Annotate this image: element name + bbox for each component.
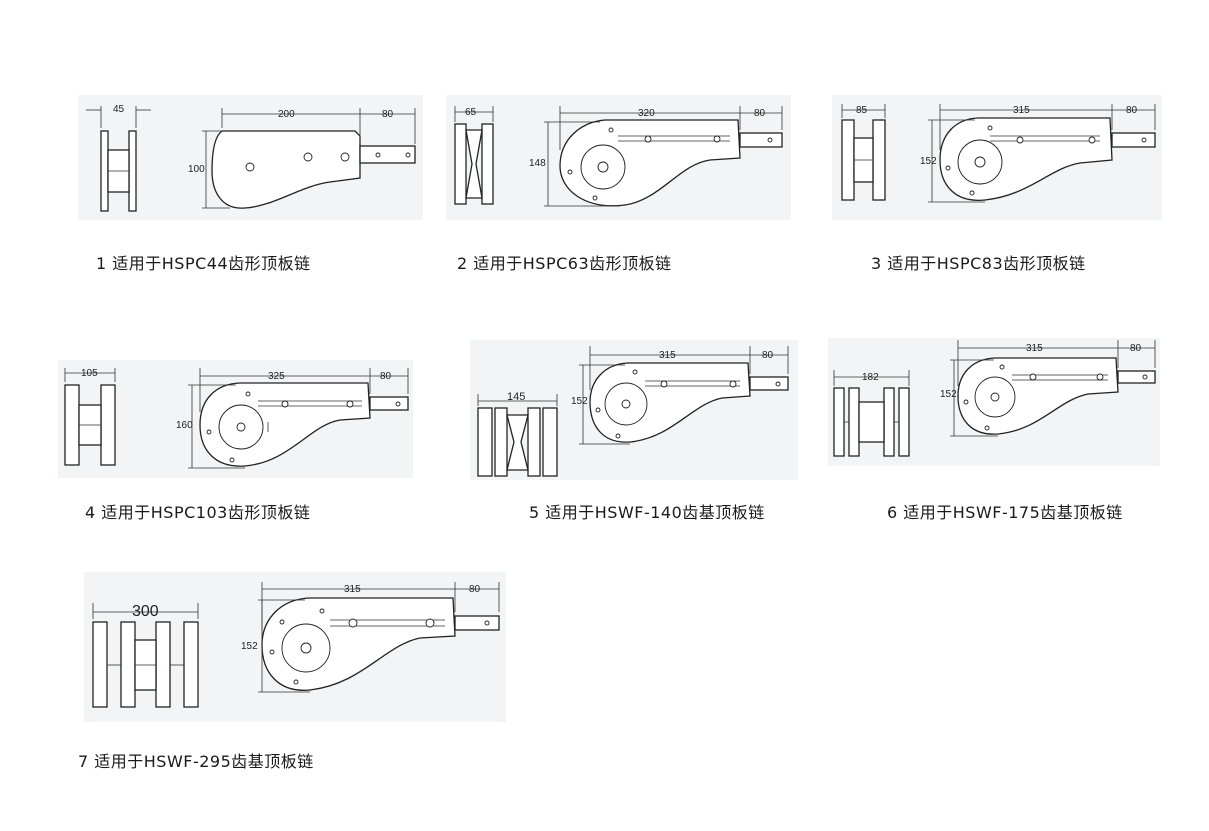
shaft-label-4: 80 <box>380 371 392 382</box>
dim-width-1: 45 <box>86 104 151 128</box>
caption-3: 3 适用于HSPC83齿形顶板链 <box>871 254 1086 273</box>
diagram-7: 300 315 80 <box>92 582 500 708</box>
dim-length-5: 315 80 <box>589 346 789 390</box>
dim-length-4: 325 80 <box>199 368 409 412</box>
dim-height-6: 152 <box>940 359 998 437</box>
front-view-5 <box>589 362 789 443</box>
front-view-3 <box>939 117 1156 201</box>
diagram-3: 85 315 80 15 <box>841 104 1156 203</box>
shaft-label-1: 80 <box>382 109 394 120</box>
dim-width-2: 65 <box>454 106 494 122</box>
dim-width-5: 145 <box>477 391 558 406</box>
side-view-5 <box>477 407 558 477</box>
side-view-6 <box>833 387 910 457</box>
length-label-4: 325 <box>268 371 285 382</box>
side-view-2 <box>454 123 494 205</box>
length-label-7: 315 <box>344 584 361 595</box>
side-view-1 <box>100 130 137 212</box>
width-label-6: 182 <box>862 372 879 383</box>
caption-4: 4 适用于HSPC103齿形顶板链 <box>85 503 311 522</box>
dim-height-4: 160 <box>176 384 245 469</box>
width-label-5: 145 <box>507 391 525 403</box>
length-label-2: 320 <box>638 108 655 119</box>
shaft-label-7: 80 <box>469 584 481 595</box>
height-label-1: 100 <box>188 164 205 175</box>
shaft-label-2: 80 <box>754 108 766 119</box>
diagram-6: 182 315 80 1 <box>833 340 1156 457</box>
dim-width-3: 85 <box>841 104 886 118</box>
length-label-3: 315 <box>1013 105 1030 116</box>
caption-5: 5 适用于HSWF-140齿基顶板链 <box>529 503 765 522</box>
diagram-1: 45 200 80 100 <box>86 104 416 212</box>
diagram-4: 105 325 80 <box>64 368 409 469</box>
height-label-6: 152 <box>940 389 957 400</box>
width-label-1: 45 <box>113 104 125 115</box>
dim-height-2: 148 <box>529 121 620 207</box>
width-label-2: 65 <box>465 107 477 118</box>
front-view-1 <box>211 130 416 209</box>
caption-1: 1 适用于HSPC44齿形顶板链 <box>96 254 311 273</box>
length-label-6: 315 <box>1026 343 1043 354</box>
diagram-5: 145 315 80 1 <box>477 346 789 477</box>
dim-length-2: 320 80 <box>559 106 783 150</box>
dim-length-3: 315 80 <box>939 104 1156 150</box>
width-label-7: 300 <box>132 603 159 620</box>
height-label-3: 152 <box>920 156 937 167</box>
side-view-4 <box>64 384 116 466</box>
front-view-2 <box>559 119 783 207</box>
length-label-5: 315 <box>659 350 676 361</box>
dim-length-6: 315 80 <box>957 340 1156 386</box>
height-label-5: 152 <box>571 396 588 407</box>
dim-width-4: 105 <box>64 368 116 382</box>
side-view-3 <box>841 119 886 201</box>
dim-width-7: 300 <box>92 603 199 620</box>
side-view-7 <box>92 621 199 708</box>
length-label-1: 200 <box>278 109 295 120</box>
dim-width-6: 182 <box>833 370 910 386</box>
height-label-4: 160 <box>176 420 193 431</box>
dim-length-1: 200 80 <box>221 108 416 144</box>
height-label-7: 152 <box>241 641 258 652</box>
front-view-4 <box>199 382 409 467</box>
dim-height-7: 152 <box>241 599 310 693</box>
shaft-label-5: 80 <box>762 350 774 361</box>
caption-6: 6 适用于HSWF-175齿基顶板链 <box>887 503 1123 522</box>
front-view-7 <box>261 597 500 691</box>
shaft-label-6: 80 <box>1130 343 1142 354</box>
caption-7: 7 适用于HSWF-295齿基顶板链 <box>78 752 314 771</box>
width-label-4: 105 <box>81 368 98 379</box>
shaft-label-3: 80 <box>1126 105 1138 116</box>
caption-2: 2 适用于HSPC63齿形顶板链 <box>457 254 672 273</box>
dim-height-1: 100 <box>188 130 230 209</box>
dim-height-3: 152 <box>920 119 985 203</box>
height-label-2: 148 <box>529 158 546 169</box>
diagram-2: 65 320 80 14 <box>454 106 783 207</box>
dim-height-5: 152 <box>571 364 630 445</box>
front-view-6 <box>957 357 1156 435</box>
width-label-3: 85 <box>856 105 868 116</box>
